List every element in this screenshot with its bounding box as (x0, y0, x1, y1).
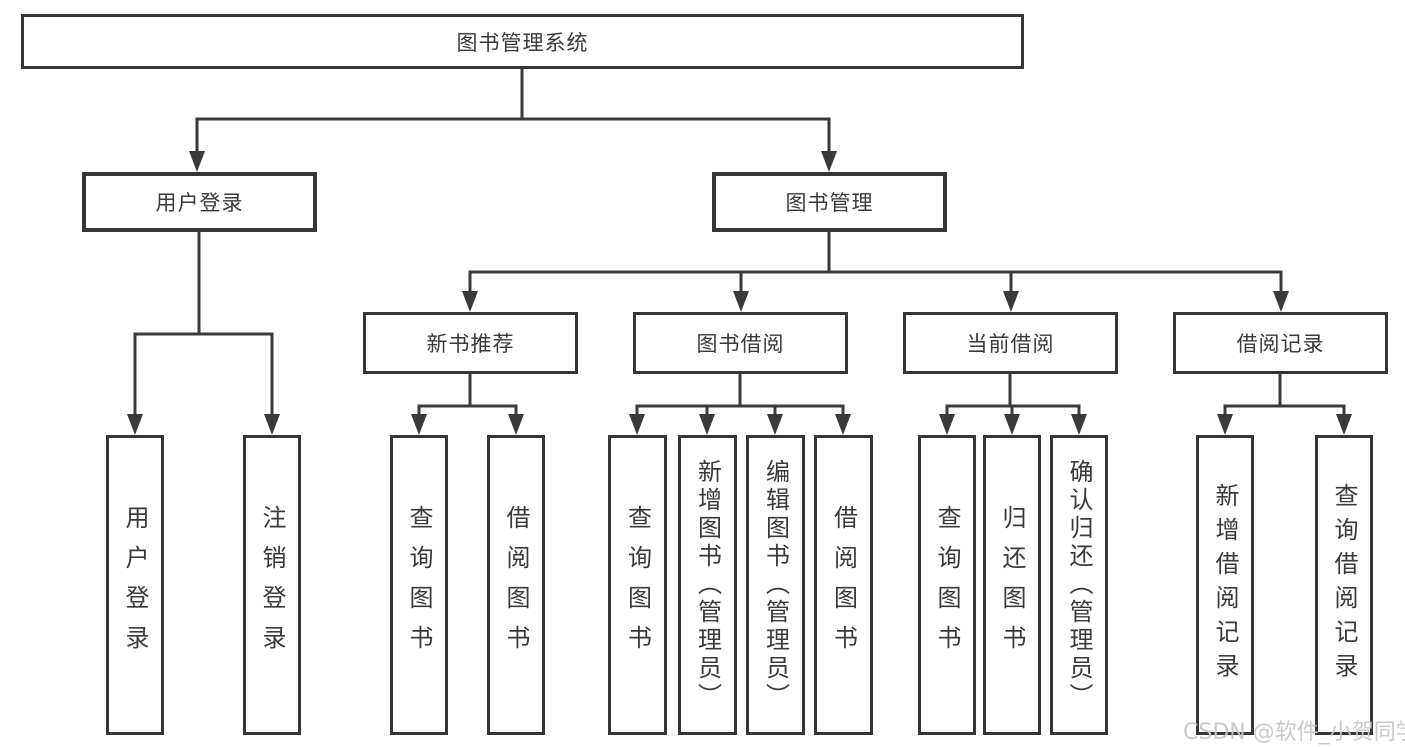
leaf-query-books-current-label: 查询图书 (933, 505, 961, 665)
leaf-confirm-return-admin: 确认归还（管理员） (1050, 435, 1108, 735)
node-new-book-recommend: 新书推荐 (363, 312, 578, 374)
leaf-return-books-label: 归还图书 (998, 505, 1026, 665)
leaf-add-book-admin: 新增图书（管理员） (678, 435, 737, 735)
leaf-add-borrow-record-label: 新增借阅记录 (1211, 483, 1239, 687)
leaf-query-books-recommend: 查询图书 (390, 435, 448, 735)
leaf-borrow-books-borrow-label: 借阅图书 (829, 505, 858, 665)
leaf-user-login-label: 用户登录 (121, 505, 149, 665)
node-book-borrow-label: 图书借阅 (696, 332, 785, 356)
leaf-logout: 注销登录 (243, 435, 301, 735)
node-borrow-records-label: 借阅记录 (1236, 332, 1325, 356)
leaf-edit-book-admin: 编辑图书（管理员） (746, 435, 805, 735)
node-book-management: 图书管理 (712, 172, 947, 232)
node-current-borrow-label: 当前借阅 (966, 332, 1055, 356)
leaf-logout-label: 注销登录 (258, 505, 286, 665)
leaf-query-books-current: 查询图书 (918, 435, 976, 735)
node-book-management-label: 图书管理 (785, 191, 874, 215)
leaf-borrow-books-recommend: 借阅图书 (487, 435, 545, 735)
node-new-book-recommend-label: 新书推荐 (426, 332, 515, 356)
leaf-add-book-admin-label: 新增图书（管理员） (693, 459, 722, 711)
node-root-label: 图书管理系统 (456, 30, 589, 55)
leaf-confirm-return-admin-label: 确认归还（管理员） (1065, 459, 1093, 711)
leaf-borrow-books-borrow: 借阅图书 (814, 435, 873, 735)
node-borrow-records: 借阅记录 (1173, 312, 1388, 374)
leaf-edit-book-admin-label: 编辑图书（管理员） (761, 459, 790, 711)
leaf-return-books: 归还图书 (983, 435, 1041, 735)
arrowheads (127, 151, 1352, 435)
node-root: 图书管理系统 (21, 14, 1024, 69)
node-user-login-label: 用户登录 (155, 191, 244, 215)
leaf-query-books-borrow-label: 查询图书 (623, 505, 652, 665)
csdn-watermark: CSDN @软件_小贺同学 (1183, 720, 1405, 745)
leaf-query-books-borrow: 查询图书 (608, 435, 667, 735)
leaf-user-login: 用户登录 (106, 435, 164, 735)
leaf-add-borrow-record: 新增借阅记录 (1196, 435, 1254, 735)
node-user-login: 用户登录 (82, 172, 317, 232)
leaf-query-books-recommend-label: 查询图书 (405, 505, 433, 665)
node-current-borrow: 当前借阅 (903, 312, 1118, 374)
leaf-query-borrow-record: 查询借阅记录 (1315, 435, 1373, 735)
leaf-borrow-books-recommend-label: 借阅图书 (502, 505, 530, 665)
leaf-query-borrow-record-label: 查询借阅记录 (1330, 483, 1358, 687)
node-book-borrow: 图书借阅 (633, 312, 848, 374)
